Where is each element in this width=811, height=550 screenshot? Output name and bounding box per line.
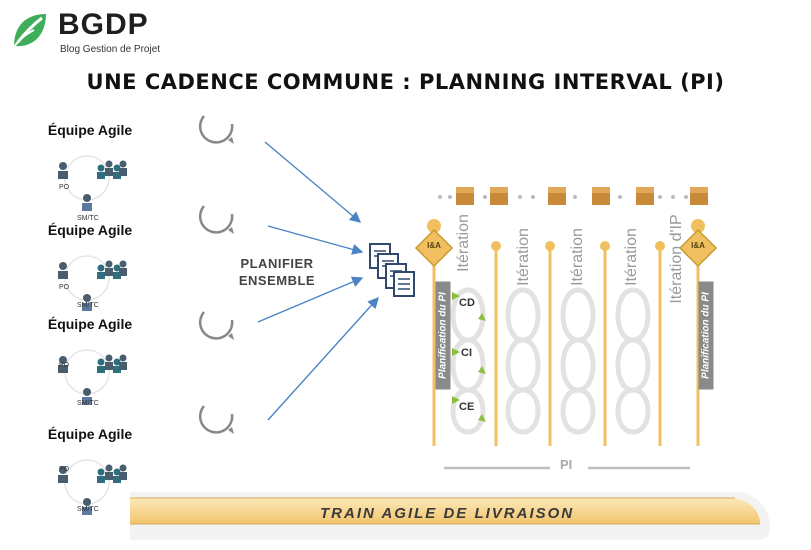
plan-label-line1: PLANIFIER (240, 256, 314, 271)
team-title: Équipe Agile (47, 122, 133, 138)
infinity-loop (615, 287, 651, 435)
documents-icon (369, 243, 415, 297)
team-title: Équipe Agile (47, 426, 133, 442)
smtc-label: SM/TC (77, 506, 99, 513)
logo: BGDP Blog Gestion de Projet (8, 8, 178, 60)
package-icon (636, 187, 654, 205)
iteration-label: Itération (455, 214, 472, 272)
iteration-label: Itération (569, 228, 586, 286)
arrow-connector (267, 296, 379, 421)
page-title: UNE CADENCE COMMUNE : PLANNING INTERVAL … (86, 70, 725, 94)
team-title: Équipe Agile (47, 316, 133, 332)
ceremony-label: CE (459, 401, 475, 413)
po-label: PO (59, 284, 70, 291)
iteration-label: Itération (515, 228, 532, 286)
iteration-marker (427, 219, 705, 251)
pi-label: PI (560, 457, 573, 472)
smtc-label: SM/TC (77, 302, 99, 309)
agile-team: Équipe Agile PO SM/TC (25, 426, 155, 526)
flow-arrow-icon (452, 292, 486, 422)
ia-badge-label: I&A (691, 241, 705, 250)
smtc-label: SM/TC (77, 400, 99, 407)
po-label: PO (59, 466, 70, 473)
package-icon (490, 187, 508, 205)
team-title: Équipe Agile (47, 222, 133, 238)
arrow-connector (257, 276, 364, 323)
ia-badge (414, 228, 454, 268)
iteration-label: Itération (623, 228, 640, 286)
infinity-loop (560, 287, 596, 435)
iteration-boundary (432, 232, 700, 446)
arrow-connector (264, 141, 362, 223)
logo-tagline: Blog Gestion de Projet (60, 44, 161, 55)
leaf-icon (11, 14, 46, 51)
arrow-connector (267, 225, 364, 255)
agile-team: Équipe Agile PO SM/TC (25, 316, 155, 416)
ceremony-label: CI (461, 347, 472, 359)
package-icon (592, 187, 610, 205)
package-icon (690, 187, 708, 205)
cycle-icon (198, 205, 234, 234)
agile-team: Équipe Agile PO SM/TC (25, 222, 155, 322)
train-banner (130, 492, 770, 540)
team-members-icon (58, 459, 127, 515)
dotted-line (438, 195, 688, 199)
plan-label-line2: ENSEMBLE (238, 273, 316, 288)
train-label: TRAIN AGILE DE LIVRAISON (320, 505, 575, 522)
team-members-icon (58, 255, 127, 311)
plan-together-label: PLANIFIER ENSEMBLE (222, 255, 332, 289)
ip-iteration-label: Itération d'IP (668, 214, 685, 304)
planning-label: Planification du PI (435, 281, 451, 390)
team-members-icon (58, 349, 127, 405)
cycle-icon (198, 405, 234, 434)
planning-label: Planification du PI (698, 281, 714, 390)
package-icon (456, 187, 474, 205)
ia-badge (678, 228, 718, 268)
cycle-icon (198, 311, 234, 340)
logo-name: BGDP (58, 8, 149, 41)
team-members-icon (58, 155, 127, 211)
po-label: PO (59, 362, 70, 369)
smtc-label: SM/TC (77, 215, 99, 222)
ceremony-label: CD (459, 297, 475, 309)
package-icon (548, 187, 566, 205)
po-label: PO (59, 184, 70, 191)
agile-team: Équipe Agile PO SM/TC (25, 122, 155, 222)
infinity-loop (450, 287, 486, 435)
ia-badge-label: I&A (427, 241, 441, 250)
infinity-loop (505, 287, 541, 435)
cycle-icon (198, 115, 234, 144)
